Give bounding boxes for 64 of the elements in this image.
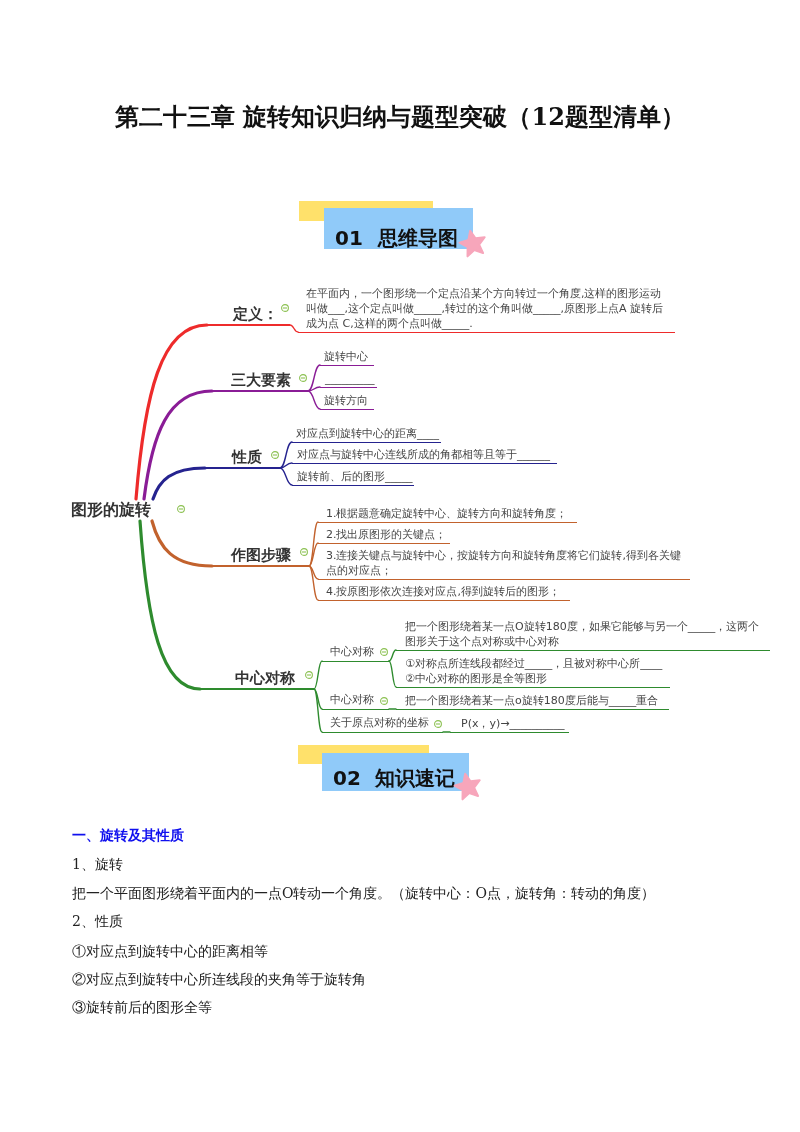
section-banner	[324, 208, 473, 249]
subtopic-label: 在平面内，一个图形绕一个定点沿某个方向转过一个角度,这样的图形运动叫做___,这个定点叫做_____,转过的这个角叫做_____,原图形上点A 旋转后成为点 C,这样的两个点叫做_____.	[298, 283, 675, 333]
branch-line	[313, 660, 323, 690]
subtopic-label: 对应点与旋转中心连线所成的角都相等且等于______	[292, 445, 557, 464]
subheading: 1、旋转	[72, 855, 123, 873]
section-heading: 一、旋转及其性质	[72, 826, 184, 844]
subtopic-label: 4.按原图形依次连接对应点,得到旋转后的图形；	[318, 582, 570, 601]
subtopic-label: 旋转方向	[320, 391, 374, 410]
topic-label: 三大要素	[231, 370, 291, 389]
branch-line	[442, 731, 451, 733]
branch-line	[279, 467, 293, 486]
mind-map-topic	[322, 644, 389, 662]
paragraph: 把一个平面图形绕着平面内的一点O转动一个角度。（旋转中心：O点，旋转角：转动的角度）	[72, 884, 655, 902]
branch-line	[134, 323, 209, 501]
branch-line	[388, 708, 397, 710]
branch-line	[388, 649, 397, 662]
subtopic-label: 旋转前、后的图形_____	[292, 467, 414, 486]
mind-map-topic	[322, 715, 443, 733]
topic-label: 中心对称	[330, 644, 374, 660]
subtopic-label: 2.找出原图形的关键点；	[318, 525, 450, 544]
topic-label: 定义：	[233, 304, 278, 323]
main-topic: 图形的旋转	[71, 499, 155, 521]
subtopic-label: 把一个图形绕着某一点O旋转180度，如果它能够与另一个_____，这两个图形关于这个点对称或中心对称	[396, 617, 770, 651]
list-item: ①对称点所连线段都经过_____，且被对称中心所____	[405, 655, 663, 671]
section-title: 知识速记	[375, 767, 455, 789]
subtopic-label: P(x，y)→__________	[450, 714, 569, 733]
section-banner	[322, 753, 469, 791]
topic-label: 中心对称	[330, 692, 374, 708]
section-title: 思维导图	[378, 227, 458, 249]
section-number: 01	[335, 227, 363, 249]
list-item: ③旋转前后的图形全等	[72, 998, 212, 1016]
branch-line	[138, 519, 202, 691]
branch-line	[289, 324, 299, 333]
subtopic-label: _________	[320, 369, 377, 388]
mind-map-topic	[322, 692, 389, 710]
subtopic-label: 旋转中心	[320, 347, 374, 366]
page-title: 第二十三章 旋转知识归纳与题型突破（12题型清单）	[115, 102, 685, 132]
branch-line	[142, 389, 214, 501]
branch-line	[308, 565, 319, 580]
branch-line	[279, 462, 293, 469]
subtopic-label: 1.根据题意确定旋转中心、旋转方向和旋转角度；	[318, 504, 577, 523]
list-item: ②中心对称的图形是全等图形	[405, 670, 547, 686]
subtopic-label: 3.连接关键点与旋转中心，按旋转方向和旋转角度将它们旋转,得到各关键点的对应点；	[318, 546, 690, 580]
branch-line	[279, 441, 293, 469]
branch-line	[307, 386, 321, 392]
topic-label: 中心对称	[235, 668, 295, 687]
subtopic-label: 对应点到旋转中心的距离____	[292, 424, 441, 443]
branch-line	[313, 688, 323, 710]
branch-line	[388, 660, 397, 688]
topic-label: 性质	[232, 447, 262, 466]
section-number: 02	[333, 767, 361, 789]
subtopic-label: 把一个图形绕着某一点o旋转180度后能与_____重合	[396, 691, 669, 710]
branch-line	[307, 390, 321, 410]
list-item: ②对应点到旋转中心所连线段的夹角等于旋转角	[72, 970, 366, 988]
list-item: ①对应点到旋转中心的距离相等	[72, 942, 268, 960]
branch-line	[313, 688, 323, 733]
branch-line	[307, 364, 321, 392]
branch-line	[308, 542, 319, 567]
subheading: 2、性质	[72, 912, 123, 930]
branch-line	[308, 565, 319, 601]
topic-label: 关于原点对称的坐标	[330, 715, 429, 731]
branch-line	[151, 466, 207, 501]
topic-label: 作图步骤	[231, 545, 291, 564]
branch-line	[150, 519, 214, 568]
